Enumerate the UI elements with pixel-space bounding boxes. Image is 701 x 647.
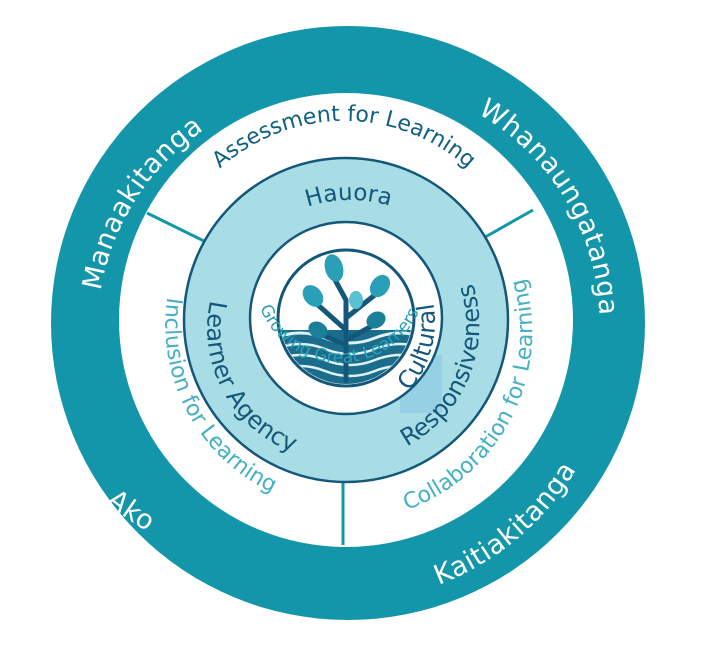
ring-divider bbox=[479, 208, 534, 242]
ring-divider bbox=[146, 211, 209, 245]
tree-icon bbox=[276, 248, 416, 388]
